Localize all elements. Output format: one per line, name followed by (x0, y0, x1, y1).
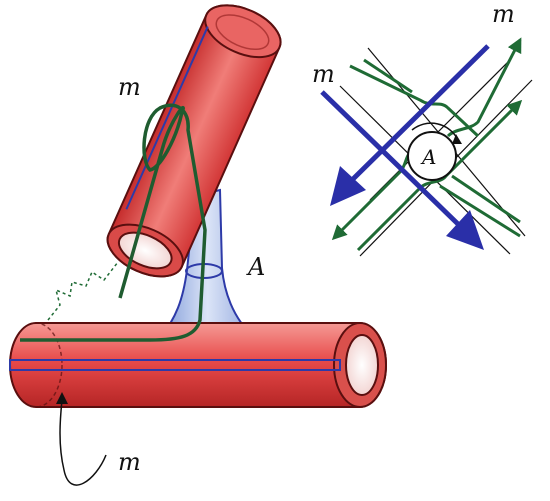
label-a-left: A (246, 253, 265, 281)
green-line-4 (349, 64, 480, 138)
label-m-right: m (312, 60, 335, 88)
bottom-tube-hole (345, 334, 379, 396)
dashed-strand (47, 261, 119, 321)
upper-tube-band (125, 26, 209, 210)
blue-arrow-1-shaft (348, 44, 490, 184)
label-m-bottom: m (118, 448, 141, 476)
pointer-arrowhead (56, 392, 68, 404)
upper-tube (106, 4, 282, 278)
green-line-7 (451, 174, 521, 224)
tube-figure (9, 4, 387, 486)
green-strand (20, 103, 207, 342)
crossing-schematic (320, 37, 533, 257)
upper-tube-top (204, 4, 282, 59)
bottom-tube-band (9, 359, 341, 371)
circle-a (407, 131, 457, 181)
rotation-arrowhead (452, 134, 462, 144)
blue-arrow-2-head (446, 210, 484, 250)
blue-arrow-1-head (330, 166, 366, 206)
green-line-3 (446, 37, 522, 138)
green-line-5 (363, 58, 413, 94)
label-a-right: A (420, 145, 436, 169)
label-m-right-top: m (492, 0, 515, 28)
blue-arrow-2-shaft (320, 90, 462, 228)
green-line-6 (439, 184, 521, 238)
rotation-arc (411, 122, 459, 141)
bottom-tube (9, 322, 387, 408)
label-m-upper: m (118, 73, 141, 101)
pointer-curve (59, 399, 107, 486)
